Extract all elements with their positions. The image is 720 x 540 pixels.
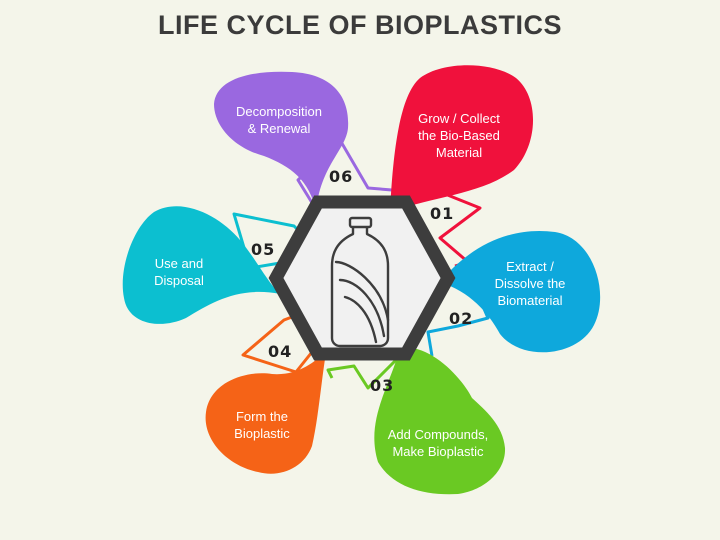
stage-06-label-line: & Renewal bbox=[247, 121, 311, 136]
stage-04-label-line: Bioplastic bbox=[234, 426, 290, 441]
stage-02-number: 02 bbox=[449, 309, 474, 328]
stage-05-petal bbox=[122, 206, 280, 324]
stage-02-label-line: Extract / bbox=[506, 259, 554, 274]
connector-05 bbox=[232, 212, 300, 270]
stage-03-label: Add Compounds, Make Bioplastic bbox=[373, 426, 503, 460]
stage-05-number: 05 bbox=[251, 240, 276, 259]
stage-04-label-line: Form the bbox=[235, 409, 288, 424]
stage-01-label-line: the Bio-Based bbox=[418, 128, 500, 143]
stage-02-petal bbox=[440, 230, 601, 353]
stage-04-petal bbox=[205, 352, 326, 474]
connector-04 bbox=[241, 312, 314, 374]
stage-02-label: Extract / Dissolve the Biomaterial bbox=[465, 258, 595, 309]
stage-01-petal bbox=[390, 65, 534, 213]
stage-06-number: 06 bbox=[329, 167, 354, 186]
stage-05-label: Use and Disposal bbox=[114, 255, 244, 289]
stage-05-label-line: Disposal bbox=[154, 273, 204, 288]
stage-03-petal bbox=[374, 347, 506, 495]
stage-02-label-line: Dissolve the bbox=[494, 276, 566, 291]
stage-03-number: 03 bbox=[370, 376, 395, 395]
stage-01-label-line: Grow / Collect bbox=[418, 111, 500, 126]
stage-06-petal bbox=[214, 71, 349, 212]
stage-05-label-line: Use and bbox=[154, 256, 204, 271]
bottle-leaf-icon bbox=[330, 216, 390, 348]
stage-01-number: 01 bbox=[430, 204, 455, 223]
stage-03-label-line: Make Bioplastic bbox=[392, 444, 484, 459]
stage-04-label: Form the Bioplastic bbox=[197, 408, 327, 442]
connector-03 bbox=[326, 350, 406, 390]
stage-04-number: 04 bbox=[268, 342, 293, 361]
stage-06-label-line: Decomposition bbox=[236, 104, 322, 119]
stage-03-label-line: Add Compounds, bbox=[387, 427, 489, 442]
stage-06-label: Decomposition & Renewal bbox=[214, 103, 344, 137]
stage-01-label: Grow / Collect the Bio-Based Material bbox=[394, 110, 524, 161]
stage-02-label-line: Biomaterial bbox=[497, 293, 563, 308]
stage-01-label-line: Material bbox=[435, 145, 483, 160]
central-hexagon bbox=[268, 195, 456, 361]
page-title: LIFE CYCLE OF BIOPLASTICS bbox=[157, 10, 562, 40]
